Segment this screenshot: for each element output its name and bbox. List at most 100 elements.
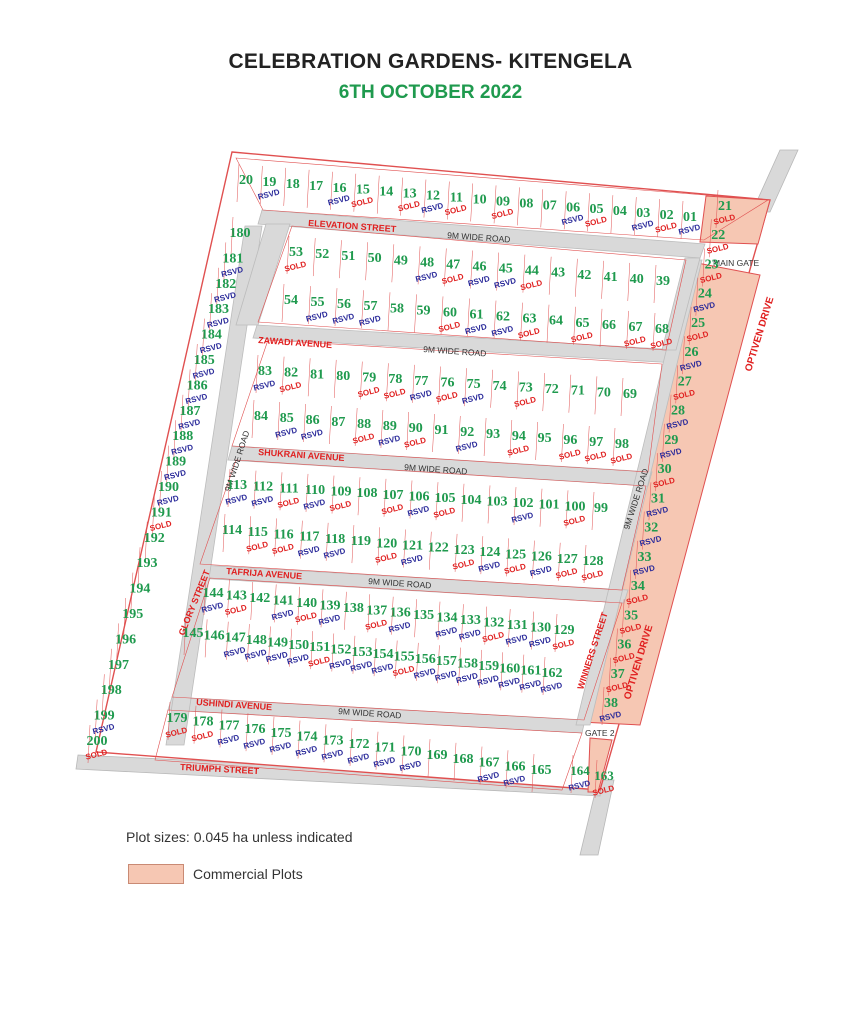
plot-number-156[interactable]: 156 bbox=[415, 652, 436, 667]
plot-number-149[interactable]: 149 bbox=[267, 635, 288, 650]
plot-number-192[interactable]: 192 bbox=[144, 531, 165, 546]
plot-number-176[interactable]: 176 bbox=[245, 722, 266, 737]
plot-number-147[interactable]: 147 bbox=[225, 631, 246, 646]
plot-number-48[interactable]: 48 bbox=[420, 255, 434, 270]
plot-number-79[interactable]: 79 bbox=[362, 371, 376, 386]
plot-number-161[interactable]: 161 bbox=[520, 664, 541, 679]
plot-number-33[interactable]: 33 bbox=[638, 550, 652, 565]
plot-number-30[interactable]: 30 bbox=[658, 462, 672, 477]
plot-number-143[interactable]: 143 bbox=[226, 588, 247, 603]
plot-number-131[interactable]: 131 bbox=[507, 618, 528, 633]
plot-number-169[interactable]: 169 bbox=[427, 748, 448, 763]
plot-number-11[interactable]: 11 bbox=[450, 191, 463, 206]
plot-number-130[interactable]: 130 bbox=[530, 621, 551, 636]
plot-number-68[interactable]: 68 bbox=[655, 322, 669, 337]
plot-number-12[interactable]: 12 bbox=[426, 189, 440, 204]
plot-number-10[interactable]: 10 bbox=[473, 192, 487, 207]
plot-number-106[interactable]: 106 bbox=[409, 490, 430, 505]
plot-number-140[interactable]: 140 bbox=[296, 596, 317, 611]
plot-number-116[interactable]: 116 bbox=[273, 527, 293, 542]
plot-number-153[interactable]: 153 bbox=[351, 645, 372, 660]
plot-number-141[interactable]: 141 bbox=[273, 593, 294, 608]
plot-number-155[interactable]: 155 bbox=[394, 650, 415, 665]
plot-number-159[interactable]: 159 bbox=[478, 659, 499, 674]
plot-number-46[interactable]: 46 bbox=[473, 260, 487, 275]
plot-number-22[interactable]: 22 bbox=[711, 228, 725, 243]
plot-number-151[interactable]: 151 bbox=[309, 640, 330, 655]
plot-number-158[interactable]: 158 bbox=[457, 657, 478, 672]
plot-number-115[interactable]: 115 bbox=[248, 525, 268, 540]
plot-number-163[interactable]: 163 bbox=[594, 768, 614, 783]
plot-number-73[interactable]: 73 bbox=[519, 380, 533, 395]
plot-number-177[interactable]: 177 bbox=[219, 718, 240, 733]
plot-number-188[interactable]: 188 bbox=[172, 429, 193, 444]
plot-number-67[interactable]: 67 bbox=[629, 320, 643, 335]
plot-number-20[interactable]: 20 bbox=[239, 173, 253, 188]
plot-number-132[interactable]: 132 bbox=[483, 616, 504, 631]
plot-number-59[interactable]: 59 bbox=[417, 303, 431, 318]
plot-number-178[interactable]: 178 bbox=[193, 715, 214, 730]
plot-number-164[interactable]: 164 bbox=[570, 763, 590, 778]
plot-number-44[interactable]: 44 bbox=[525, 264, 539, 279]
plot-number-27[interactable]: 27 bbox=[678, 374, 692, 389]
plot-number-9[interactable]: 09 bbox=[496, 194, 510, 209]
plot-number-137[interactable]: 137 bbox=[366, 603, 387, 618]
plot-number-86[interactable]: 86 bbox=[306, 413, 320, 428]
plot-number-197[interactable]: 197 bbox=[108, 658, 129, 673]
plot-number-194[interactable]: 194 bbox=[129, 582, 150, 597]
plot-number-32[interactable]: 32 bbox=[644, 521, 658, 536]
plot-number-104[interactable]: 104 bbox=[461, 493, 482, 508]
plot-number-98[interactable]: 98 bbox=[615, 437, 629, 452]
plot-number-39[interactable]: 39 bbox=[656, 274, 670, 289]
plot-number-61[interactable]: 61 bbox=[470, 308, 484, 323]
plot-number-56[interactable]: 56 bbox=[337, 297, 351, 312]
plot-number-136[interactable]: 136 bbox=[390, 606, 411, 621]
plot-number-49[interactable]: 49 bbox=[394, 253, 408, 268]
plot-number-145[interactable]: 145 bbox=[183, 626, 204, 641]
plot-number-126[interactable]: 126 bbox=[531, 550, 552, 565]
plot-number-179[interactable]: 179 bbox=[167, 711, 188, 726]
plot-number-57[interactable]: 57 bbox=[364, 299, 378, 314]
plot-number-14[interactable]: 14 bbox=[379, 185, 393, 200]
plot-number-200[interactable]: 200 bbox=[87, 734, 108, 749]
plot-number-28[interactable]: 28 bbox=[671, 404, 685, 419]
plot-number-13[interactable]: 13 bbox=[403, 187, 417, 202]
plot-number-75[interactable]: 75 bbox=[467, 377, 481, 392]
plot-number-64[interactable]: 64 bbox=[549, 314, 563, 329]
plot-number-85[interactable]: 85 bbox=[280, 411, 294, 426]
plot-number-21[interactable]: 21 bbox=[718, 199, 732, 214]
plot-number-69[interactable]: 69 bbox=[623, 387, 637, 402]
plot-number-29[interactable]: 29 bbox=[664, 433, 678, 448]
plot-number-166[interactable]: 166 bbox=[505, 759, 526, 774]
plot-number-181[interactable]: 181 bbox=[222, 251, 243, 266]
plot-number-52[interactable]: 52 bbox=[315, 247, 329, 262]
plot-number-154[interactable]: 154 bbox=[373, 647, 394, 662]
plot-number-199[interactable]: 199 bbox=[94, 709, 115, 724]
plot-number-8[interactable]: 08 bbox=[519, 196, 533, 211]
plot-number-185[interactable]: 185 bbox=[194, 353, 215, 368]
plot-number-90[interactable]: 90 bbox=[409, 421, 423, 436]
plot-number-150[interactable]: 150 bbox=[288, 638, 309, 653]
plot-number-63[interactable]: 63 bbox=[523, 312, 537, 327]
plot-number-54[interactable]: 54 bbox=[284, 293, 298, 308]
plot-number-186[interactable]: 186 bbox=[187, 378, 208, 393]
plot-number-113[interactable]: 113 bbox=[227, 478, 247, 493]
plot-number-2[interactable]: 02 bbox=[660, 208, 674, 223]
plot-number-53[interactable]: 53 bbox=[289, 245, 303, 260]
plot-number-77[interactable]: 77 bbox=[414, 374, 428, 389]
plot-number-17[interactable]: 17 bbox=[309, 179, 323, 194]
plot-number-134[interactable]: 134 bbox=[437, 611, 458, 626]
plot-number-1[interactable]: 01 bbox=[683, 210, 697, 225]
plot-number-135[interactable]: 135 bbox=[413, 608, 434, 623]
plot-number-167[interactable]: 167 bbox=[479, 756, 500, 771]
plot-number-34[interactable]: 34 bbox=[631, 579, 645, 594]
plot-number-117[interactable]: 117 bbox=[299, 530, 319, 545]
plot-number-110[interactable]: 110 bbox=[305, 483, 325, 498]
plot-number-139[interactable]: 139 bbox=[320, 598, 341, 613]
plot-number-168[interactable]: 168 bbox=[453, 752, 474, 767]
plot-number-125[interactable]: 125 bbox=[505, 547, 526, 562]
plot-number-84[interactable]: 84 bbox=[254, 409, 268, 424]
plot-number-123[interactable]: 123 bbox=[454, 543, 475, 558]
plot-number-175[interactable]: 175 bbox=[271, 726, 292, 741]
plot-number-165[interactable]: 165 bbox=[531, 763, 552, 778]
